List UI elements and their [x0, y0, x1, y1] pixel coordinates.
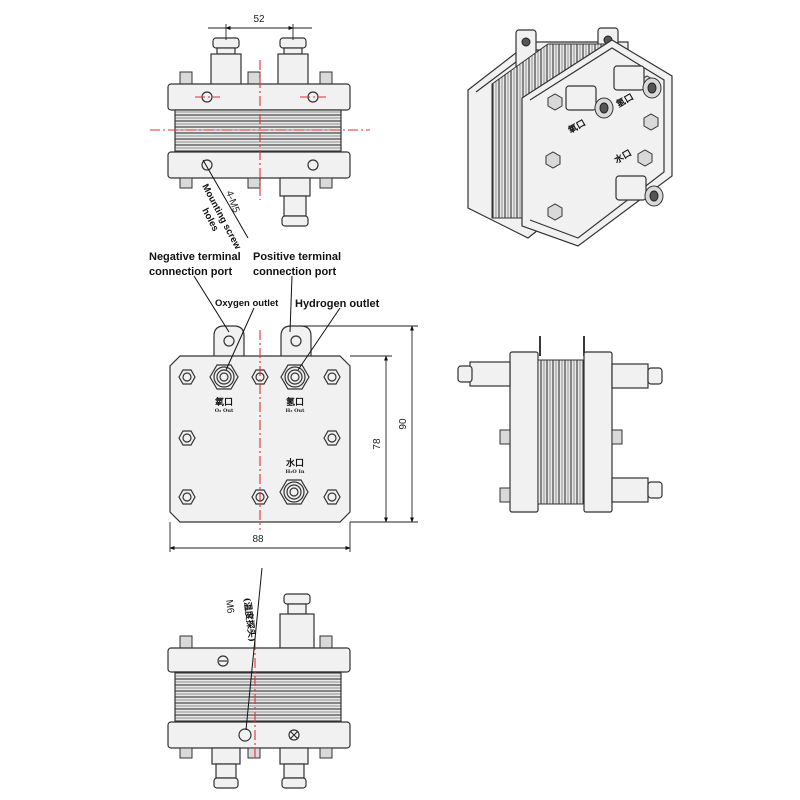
negative-terminal-tab	[213, 325, 245, 359]
oxygen-outlet-label: Oxygen outlet	[215, 298, 279, 309]
iso-port-water	[615, 175, 664, 207]
water-cn-mark: 水口	[286, 457, 304, 469]
dim-height-outer: 90	[398, 418, 409, 430]
side-view	[457, 336, 663, 513]
dim-width: 88	[252, 534, 264, 545]
hydrogen-outlet-label: Hydrogen outlet	[295, 298, 380, 310]
o2-cn-mark: 氧口	[214, 396, 233, 408]
front-view: 氧口 O₂ Out 氢口 H₂ Out 水口 H₂O In 88 78 90 N…	[149, 251, 418, 552]
top-view: 52 4-M5 Mounting screw holes	[150, 14, 370, 252]
bottom-end-plate	[167, 151, 351, 179]
bottom-view: M6 (温度探头)	[167, 567, 351, 789]
h2-cn-mark: 氢口	[286, 396, 304, 408]
top-fitting-left	[210, 37, 242, 87]
cell-stack	[174, 109, 342, 153]
dim-top-width: 52	[253, 14, 265, 25]
iso-port-h2	[613, 65, 662, 99]
dim-port-thread-note: (温度探头)	[241, 597, 258, 643]
dim-port-thread: M6	[223, 599, 236, 615]
water-en-mark: H₂O In	[286, 469, 305, 475]
hex-bolts	[178, 369, 341, 505]
negative-label-line1: Negative terminal	[149, 251, 241, 263]
temperature-probe-port	[238, 728, 252, 742]
oxygen-outlet-port	[209, 364, 239, 390]
mounting-hole	[201, 159, 213, 171]
h2-en-mark: H₂ Out	[286, 408, 306, 414]
positive-terminal-tab	[280, 325, 312, 359]
o2-en-mark: O₂ Out	[215, 408, 234, 414]
positive-label-line1: Positive terminal	[253, 251, 341, 263]
bottom-fitting	[279, 177, 311, 227]
dim-height-inner: 78	[372, 438, 383, 450]
negative-label-line2: connection port	[149, 266, 232, 278]
hydrogen-outlet-port	[280, 364, 310, 390]
positive-label-line2: connection port	[253, 266, 336, 278]
iso-port-o2	[565, 85, 614, 119]
top-fitting-right	[277, 37, 309, 87]
mounting-hole	[307, 159, 319, 171]
dim-holes: 4-M5	[223, 189, 241, 215]
water-inlet-port	[279, 479, 309, 505]
isometric-view: 氧口 氢口 水口	[467, 27, 673, 247]
